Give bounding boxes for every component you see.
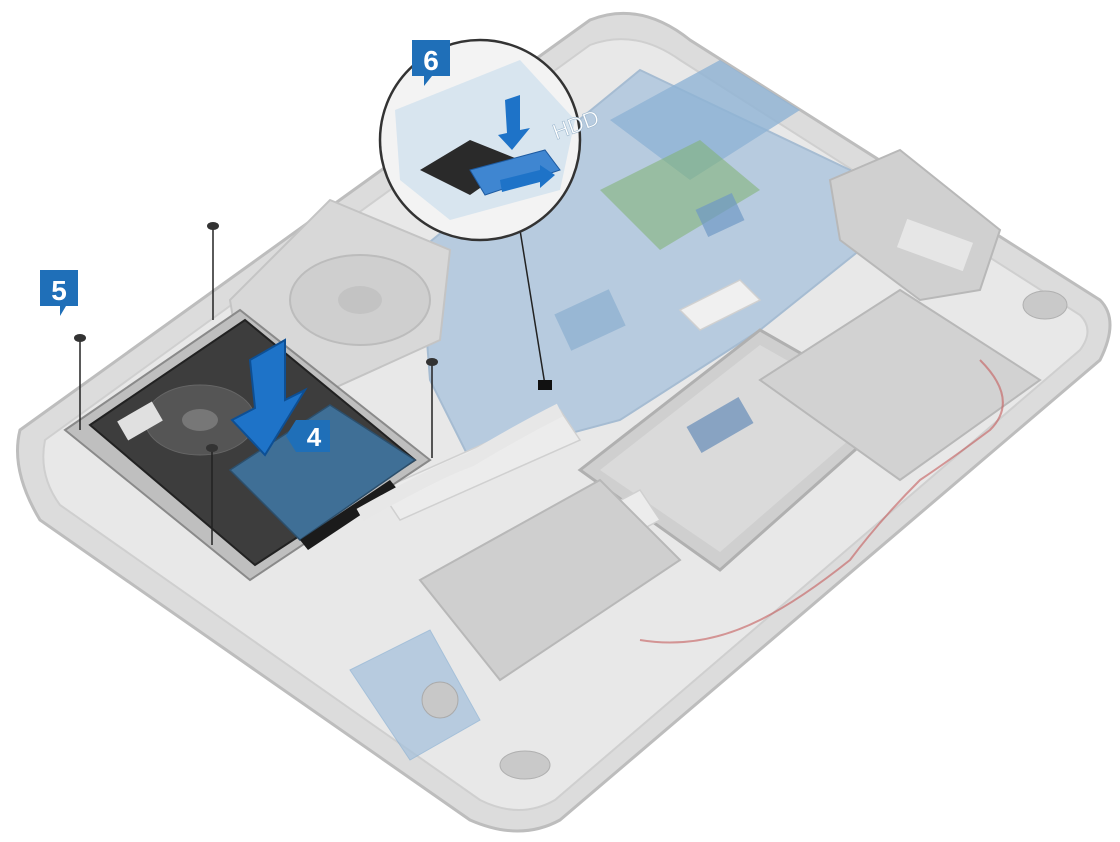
step-badge-6: 6	[412, 40, 450, 86]
step-badge-5: 5	[40, 270, 78, 316]
io-bracket	[828, 148, 1002, 302]
speaker-cable	[639, 359, 1004, 644]
io-daughter-board	[349, 629, 481, 761]
screw-icon	[207, 222, 219, 320]
step-number-4: 4	[307, 422, 322, 452]
step-number-5: 5	[51, 275, 67, 306]
hdd-cable	[356, 403, 564, 522]
inset-leader-line	[519, 229, 546, 386]
screw-icon	[74, 334, 86, 430]
screw-icon	[206, 444, 218, 545]
zoom-inset: HDD	[378, 38, 603, 242]
screw-icon	[426, 358, 438, 458]
step-number-6: 6	[423, 45, 439, 76]
down-arrow-icon	[230, 338, 308, 457]
step-badge-4: 4	[286, 420, 330, 452]
connector-marker	[538, 380, 552, 390]
battery-area	[418, 288, 1068, 780]
